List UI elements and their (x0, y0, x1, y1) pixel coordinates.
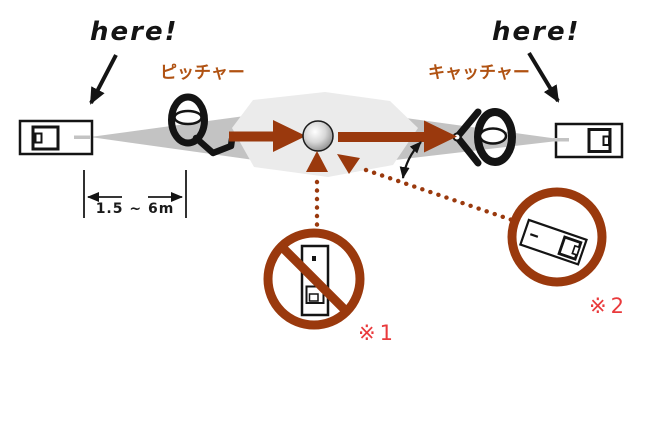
note1-label: ※1 (358, 321, 397, 345)
pitcher-label: ピッチャー (160, 63, 245, 83)
distance-marker (83, 170, 187, 218)
note2-label: ※2 (589, 294, 628, 318)
ball-icon (302, 120, 334, 152)
throw-arrow-pitcher (229, 120, 306, 152)
here-label-left: here! (90, 17, 179, 47)
note2-pointer-head (337, 154, 360, 174)
here-label-right: here! (492, 17, 581, 47)
note2-dotted-line (363, 167, 515, 223)
angled-gun-circle-icon (507, 187, 607, 287)
angle-double-arrow (399, 141, 422, 179)
speed-gun-left-icon (18, 119, 94, 156)
distance-range-label: 1.5 ~ 6m (95, 201, 175, 217)
speed-gun-right-icon (553, 122, 624, 159)
prohibition-slash (278, 243, 350, 315)
here-arrow-right (527, 51, 560, 103)
catcher-figure-icon (452, 108, 516, 167)
here-arrow-left (89, 54, 118, 105)
prohibition-circle-icon (263, 228, 365, 330)
throw-arrow-catcher (338, 120, 457, 153)
catcher-label: キャッチャー (428, 63, 530, 83)
note1-pointer-head (306, 151, 328, 172)
pitcher-figure-icon (168, 93, 236, 157)
